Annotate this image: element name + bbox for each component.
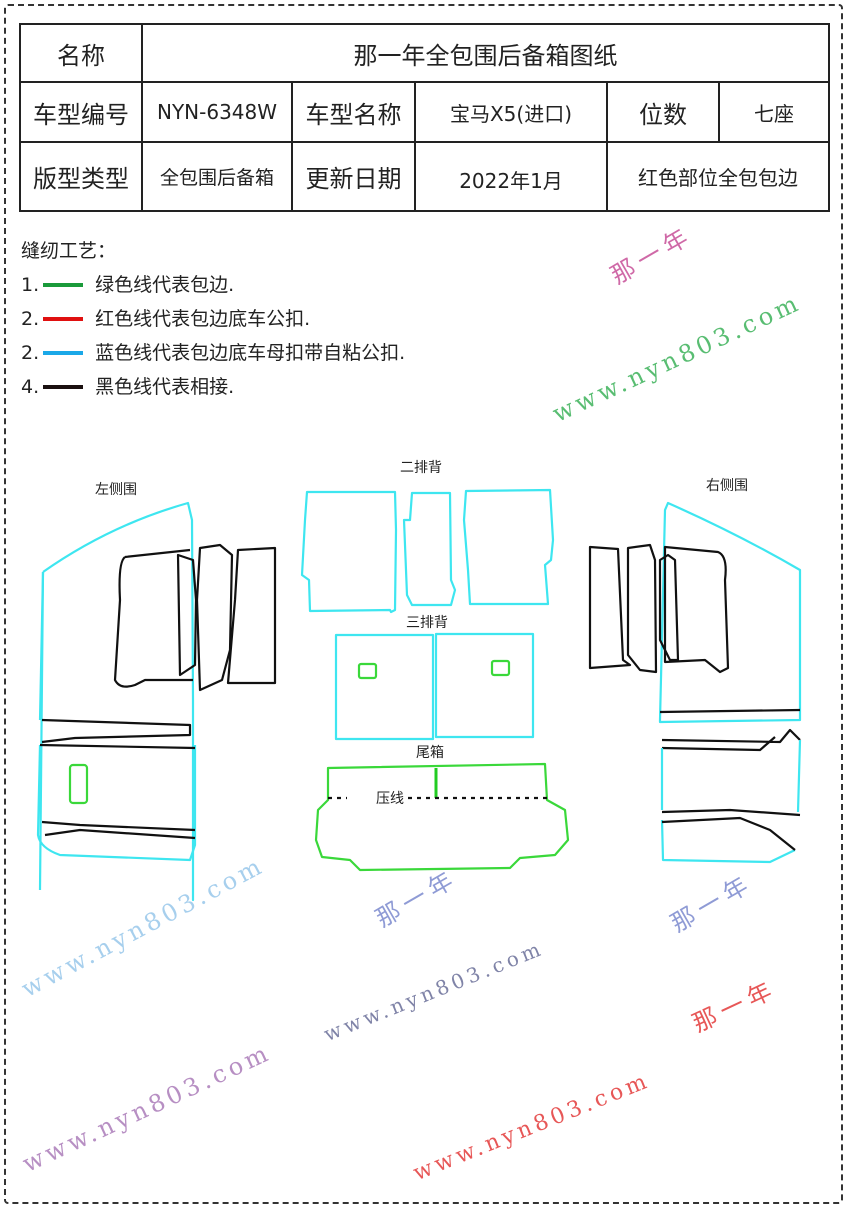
legend-item: 1. 绿色线代表包边. <box>21 268 405 302</box>
date: 2022年1月 <box>414 141 608 212</box>
row2-back-panels <box>300 488 555 614</box>
right-side-label: 右侧围 <box>706 478 748 494</box>
legend-text: 绿色线代表包边. <box>95 274 235 296</box>
type: 全包围后备箱 <box>141 141 293 212</box>
left-side-label: 左侧围 <box>95 482 137 498</box>
model-name-label: 车型名称 <box>291 81 416 143</box>
model-name: 宝马X5(进口) <box>414 81 608 143</box>
row3-back-panels <box>334 632 535 741</box>
stamp-border <box>4 4 843 1204</box>
seats: 七座 <box>718 81 830 143</box>
legend-title: 缝纫工艺： <box>21 240 117 262</box>
seats-label: 位数 <box>606 81 720 143</box>
model-code: NYN-6348W <box>141 81 293 143</box>
blue-line-swatch <box>43 351 84 355</box>
trunk-panel <box>314 762 570 872</box>
legend-item: 2. 蓝色线代表包边底车母扣带自粘公扣. <box>21 336 405 370</box>
name-value: 那一年全包围后备箱图纸 <box>141 23 830 83</box>
legend-item: 2. 红色线代表包边底车公扣. <box>21 302 405 336</box>
green-line-swatch <box>43 283 84 287</box>
black-line-swatch <box>43 385 84 389</box>
legend-text: 蓝色线代表包边底车母扣带自粘公扣. <box>95 342 406 364</box>
red-line-swatch <box>43 317 84 321</box>
model-code-label: 车型编号 <box>19 81 143 143</box>
row3-back-label: 三排背 <box>406 615 448 631</box>
name-label: 名称 <box>19 23 143 83</box>
legend-num: 4. <box>21 376 40 398</box>
legend-item: 4. 黑色线代表相接. <box>21 370 405 404</box>
legend-num: 2. <box>21 308 40 330</box>
info-table: 名称 那一年全包围后备箱图纸 车型编号 NYN-6348W 车型名称 宝马X5(… <box>19 23 830 212</box>
legend-num: 2. <box>21 342 40 364</box>
trunk-label: 尾箱 <box>416 745 444 761</box>
row2-back-label: 二排背 <box>400 460 442 476</box>
note: 红色部位全包包边 <box>606 141 830 212</box>
legend-num: 1. <box>21 274 40 296</box>
legend-text: 红色线代表包边底车公扣. <box>95 308 311 330</box>
left-side-panel <box>36 501 277 902</box>
right-side-panel <box>588 501 802 864</box>
crease-label: 压线 <box>376 791 404 807</box>
legend-text: 黑色线代表相接. <box>95 376 235 398</box>
date-label: 更新日期 <box>291 141 416 212</box>
sewing-legend: 缝纫工艺： 1. 绿色线代表包边. 2. 红色线代表包边底车公扣. 2. 蓝色线代表包… <box>21 234 405 404</box>
type-label: 版型类型 <box>19 141 143 212</box>
